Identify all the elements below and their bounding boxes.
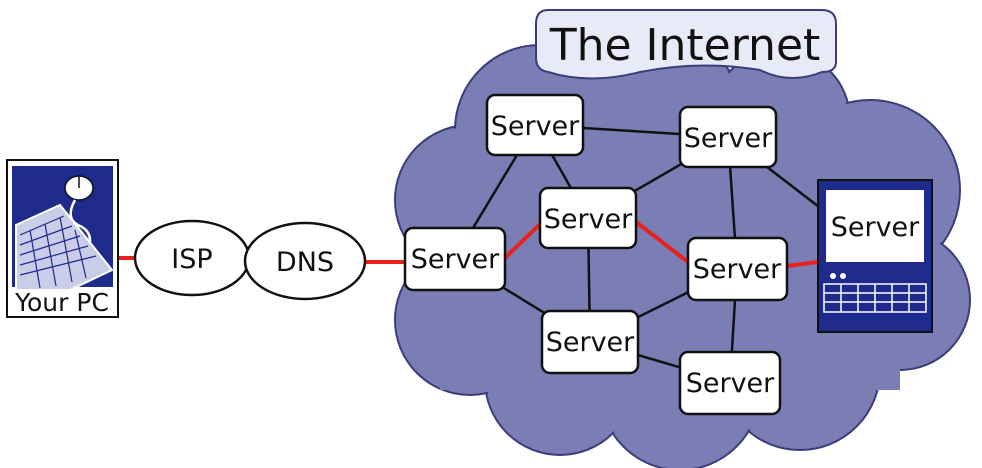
- isp-node: ISP: [133, 219, 251, 297]
- svg-text:Server: Server: [491, 111, 580, 142]
- svg-text:Server: Server: [546, 327, 635, 358]
- svg-text:Server: Server: [686, 368, 775, 399]
- your-pc: Your PC: [6, 159, 119, 318]
- svg-text:Server: Server: [684, 123, 773, 154]
- server-node: Server: [538, 186, 638, 250]
- keyboard-icon: [15, 203, 114, 291]
- server-node: Server: [686, 236, 789, 302]
- route-path: [117, 220, 819, 268]
- pc-label: Your PC: [14, 288, 109, 317]
- dns-label: DNS: [276, 247, 334, 278]
- svg-text:Server: Server: [411, 244, 500, 275]
- mouse-icon: [64, 175, 94, 251]
- server-node: Server: [403, 226, 507, 292]
- dns-node: DNS: [243, 221, 367, 301]
- title-box: The Internet: [535, 9, 837, 80]
- svg-text:Server: Server: [693, 254, 782, 285]
- destination-server: Server: [817, 179, 933, 333]
- server-node: Server: [678, 350, 782, 416]
- svg-text:Server: Server: [831, 212, 920, 243]
- page-title: The Internet: [549, 20, 821, 71]
- svg-text:Server: Server: [544, 204, 633, 235]
- isp-label: ISP: [171, 244, 212, 275]
- server-node: Server: [540, 309, 640, 375]
- server-node: Server: [485, 93, 585, 157]
- server-node: Server: [678, 105, 778, 169]
